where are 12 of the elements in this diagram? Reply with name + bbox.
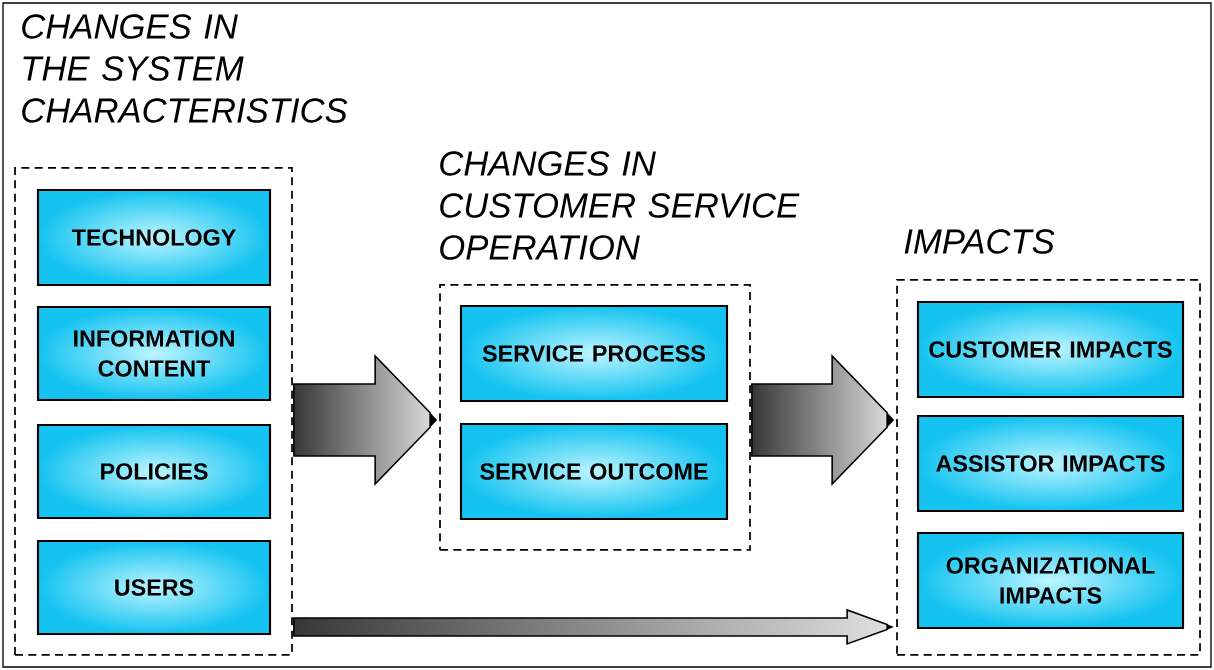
process-box: POLICIES [36,423,272,520]
process-box: INFORMATION CONTENT [36,305,272,402]
process-box: USERS [36,539,272,636]
process-box: CUSTOMER IMPACTS [916,300,1185,399]
group-heading: CHANGES IN CUSTOMER SERVICE OPERATION [440,151,800,260]
process-box: ASSISTOR IMPACTS [916,414,1185,513]
process-box: SERVICE PROCESS [459,304,729,403]
process-box: TECHNOLOGY [36,188,272,287]
process-box: SERVICE OUTCOME [459,422,729,521]
process-box: ORGANIZATIONAL IMPACTS [916,531,1185,630]
group-heading: CHANGES IN THE SYSTEM CHARACTERISTICS [22,14,348,123]
group-heading: IMPACTS [904,229,1055,254]
